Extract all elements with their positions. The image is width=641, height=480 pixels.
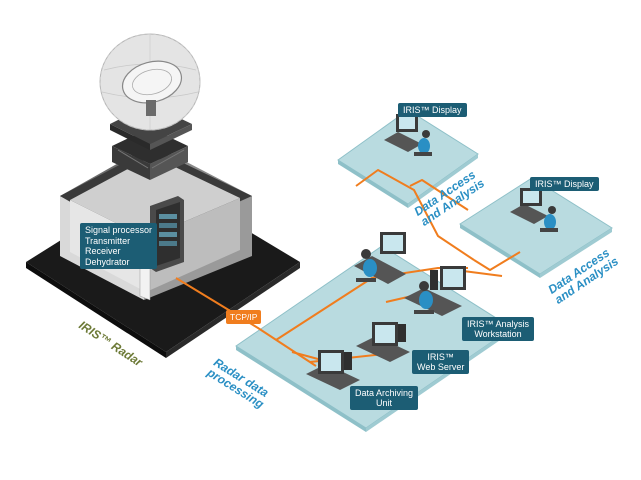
label-data-archiving: Data Archiving Unit (350, 386, 419, 410)
workstation-web-server (356, 322, 410, 362)
label-radar-components: Signal processor Transmitter Receiver De… (80, 223, 158, 269)
label-web-server: IRIS™ Web Server (412, 350, 470, 374)
radome (99, 33, 201, 131)
workstation-analysis (404, 266, 466, 316)
data-archiving-line1: Data Archiving (355, 388, 414, 398)
platform-display-top (337, 109, 479, 208)
analysis-workstation-line1: IRIS™ Analysis (467, 319, 530, 329)
analysis-workstation-line2: Workstation (474, 329, 522, 339)
workstation-processing-1 (354, 232, 406, 284)
component-receiver: Receiver (85, 246, 121, 256)
web-server-line1: IRIS™ (427, 352, 454, 362)
label-iris-display-right: IRIS™ Display (530, 177, 599, 191)
label-tcp-ip: TCP/IP (226, 310, 262, 324)
label-iris-display-top: IRIS™ Display (398, 103, 467, 117)
workstation-display-right (510, 188, 558, 232)
component-transmitter: Transmitter (85, 235, 131, 246)
workstation-display-top (384, 114, 432, 156)
component-signal-processor: Signal processor (85, 225, 153, 235)
web-server-line2: Web Server (417, 362, 465, 372)
workstation-data-archiving (306, 350, 360, 390)
data-archiving-line2: Unit (376, 398, 393, 408)
platform-display-right (459, 177, 613, 278)
label-analysis-workstation: IRIS™ Analysis Workstation (462, 317, 535, 341)
component-dehydrator: Dehydrator (85, 256, 130, 267)
